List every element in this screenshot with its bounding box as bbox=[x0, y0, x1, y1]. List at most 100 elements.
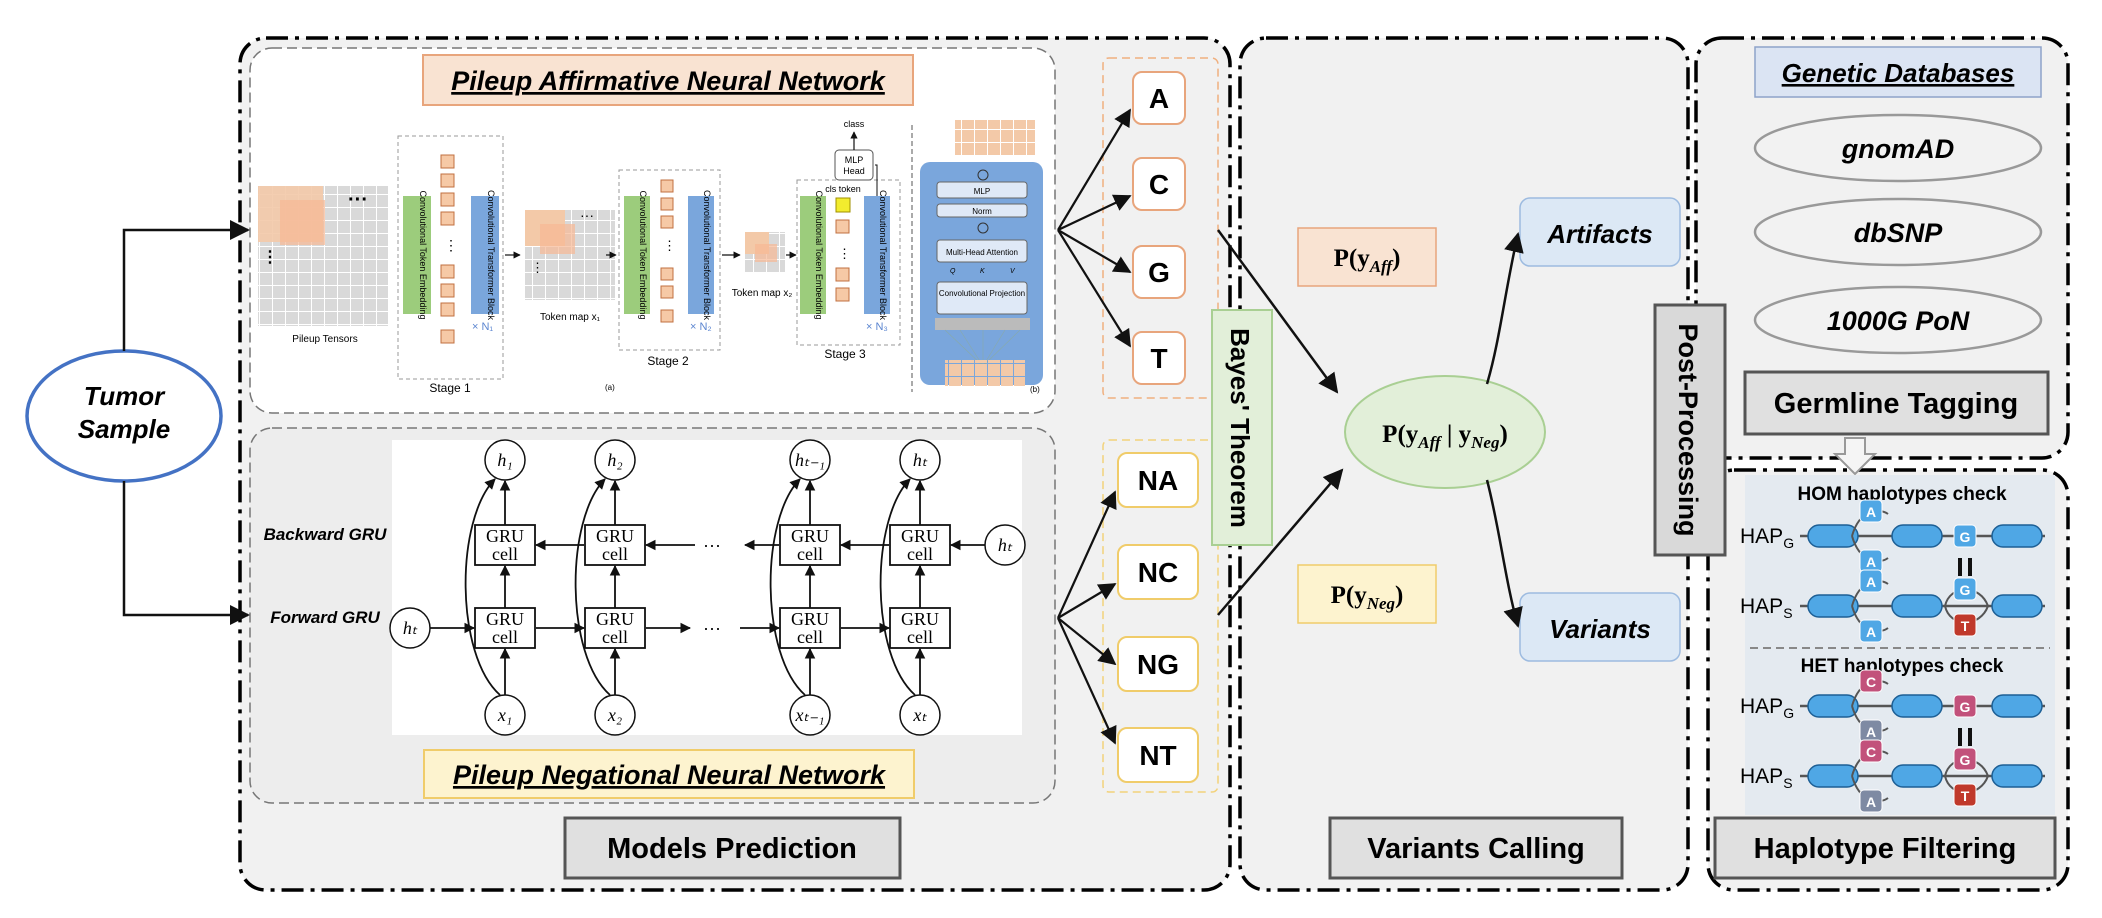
allele-badge bbox=[1953, 613, 1977, 637]
input-label: x₂ bbox=[607, 705, 622, 725]
output-token-grid bbox=[955, 120, 1035, 156]
hidden-state-label: h₂ bbox=[607, 450, 622, 470]
hap-subscript: G bbox=[1783, 705, 1794, 721]
bayes-label: Bayes' Theorem bbox=[1225, 328, 1255, 528]
svg-text:⋮: ⋮ bbox=[262, 249, 278, 266]
filter-box bbox=[1713, 816, 2057, 880]
het-title: HET haplotypes check bbox=[1801, 656, 2004, 677]
neg-branch-arrow bbox=[1056, 617, 1117, 745]
allele-label: A bbox=[1866, 794, 1876, 810]
allele-label: G bbox=[1960, 752, 1971, 768]
stage1-label: Stage 1 bbox=[429, 381, 471, 395]
hap-segment bbox=[1807, 594, 1859, 618]
neg-branch-arrow bbox=[1057, 583, 1117, 619]
hap-segment bbox=[1991, 524, 2043, 548]
stage3-label: Stage 3 bbox=[824, 347, 866, 361]
hap-segment bbox=[1991, 594, 2043, 618]
post-processing-box bbox=[1653, 303, 1727, 557]
backward-initial-label: hₜ bbox=[998, 535, 1013, 555]
database-node bbox=[1753, 285, 2043, 355]
input-label: xₜ₋₁ bbox=[794, 705, 824, 725]
models-prediction-label: Models Prediction bbox=[607, 833, 857, 865]
token-embedding-3 bbox=[800, 196, 826, 314]
detail-mlp: MLP bbox=[974, 187, 990, 196]
token-map-2-label: Token map x₂ bbox=[732, 288, 793, 299]
svg-text:⋮: ⋮ bbox=[663, 238, 676, 253]
panel-a-label: (a) bbox=[605, 383, 615, 392]
allele-label: A bbox=[1866, 574, 1876, 590]
db-title: Genetic Databases bbox=[1782, 58, 2015, 88]
paff-title: Pileup Affirmative Neural Network bbox=[451, 66, 887, 96]
germline-box bbox=[1743, 370, 2050, 436]
detail-k: K bbox=[980, 268, 985, 275]
hap-subscript: G bbox=[1783, 535, 1794, 551]
stage2-label: Stage 2 bbox=[647, 354, 689, 368]
input-label: xₜ bbox=[912, 705, 927, 725]
paff-title-box bbox=[422, 54, 914, 106]
aff-output-node bbox=[1132, 331, 1186, 385]
hap-segment bbox=[1991, 764, 2043, 788]
allele-label: C bbox=[1866, 744, 1876, 760]
post-processing-label: Post-Processing bbox=[1673, 323, 1703, 536]
detail-q: Q bbox=[950, 268, 956, 275]
gru-cell-label: cell bbox=[907, 544, 933, 564]
equal-sign bbox=[1958, 558, 1962, 576]
svg-text:⋮: ⋮ bbox=[838, 246, 851, 261]
database-label: 1000G PoN bbox=[1827, 306, 1970, 336]
database-node bbox=[1753, 197, 2043, 267]
gru-cell-label: cell bbox=[602, 544, 628, 564]
filter-label: Haplotype Filtering bbox=[1754, 833, 2017, 865]
transformer-block-2 bbox=[688, 196, 714, 314]
svg-text:⋮: ⋮ bbox=[444, 237, 458, 253]
hap-subscript: S bbox=[1783, 605, 1792, 621]
hom-title: HOM haplotypes check bbox=[1797, 484, 2006, 505]
pneg-title: Pileup Negational Neural Network bbox=[453, 760, 887, 790]
allele-label: A bbox=[1866, 724, 1876, 740]
n1-label: × N₁ bbox=[472, 321, 493, 333]
allele-badge bbox=[1859, 669, 1883, 693]
detail-mha: Multi-Head Attention bbox=[946, 248, 1018, 257]
artifacts-box bbox=[1519, 197, 1681, 267]
variants-calling-label: Variants Calling bbox=[1367, 833, 1585, 865]
cvt-architecture-figure: ··· ⋮ Pileup Tensors Convolutional Token… bbox=[255, 115, 1052, 398]
arrow-neg-to-joint bbox=[1217, 468, 1344, 616]
allele-label: C bbox=[1866, 674, 1876, 690]
svg-text:⋮: ⋮ bbox=[531, 260, 544, 275]
gru-cell-label: GRU bbox=[596, 526, 634, 546]
backward-gru-label: Backward GRU bbox=[264, 525, 388, 544]
detail-conv: Convolutional Projection bbox=[939, 289, 1025, 298]
allele-label: G bbox=[1960, 699, 1971, 715]
allele-label: A bbox=[1866, 504, 1876, 520]
svg-text:···: ··· bbox=[348, 189, 368, 211]
gru-cell-label: GRU bbox=[486, 609, 524, 629]
neg-output-node bbox=[1117, 452, 1199, 508]
hap-segment bbox=[1891, 594, 1943, 618]
variants-calling-box bbox=[1328, 816, 1624, 880]
embed-label-1: Convolutional Token Embedding bbox=[418, 191, 428, 320]
equal-sign bbox=[1968, 728, 1972, 746]
artifacts-label: Artifacts bbox=[1546, 219, 1652, 249]
pneg-title-box bbox=[423, 749, 915, 799]
transformer-block-3 bbox=[864, 196, 890, 314]
down-arrow-icon bbox=[1832, 437, 1878, 476]
arrow-to-artifacts bbox=[1485, 232, 1524, 385]
neg-output-node bbox=[1117, 636, 1199, 692]
gru-cell-label: GRU bbox=[901, 526, 939, 546]
svg-text:Head: Head bbox=[843, 166, 865, 176]
allele-label: T bbox=[1961, 618, 1970, 634]
skip-arrow bbox=[464, 478, 501, 696]
allele-badge bbox=[1859, 499, 1883, 523]
aff-branch-arrow bbox=[1057, 229, 1131, 348]
n3-label: × N₃ bbox=[866, 321, 888, 333]
gru-cell-label: cell bbox=[492, 544, 518, 564]
ellipsis: ··· bbox=[703, 618, 721, 638]
p-aff-label: P(yAff) bbox=[1334, 245, 1401, 276]
germline-label: Germline Tagging bbox=[1774, 388, 2018, 420]
gru-cell-label: GRU bbox=[791, 526, 829, 546]
backward-gru-cell bbox=[889, 524, 951, 566]
arrow-to-paff bbox=[122, 220, 250, 351]
equal-sign bbox=[1968, 558, 1972, 576]
token-map-1-label: Token map x₁ bbox=[540, 312, 601, 323]
hidden-state-label: h₁ bbox=[497, 450, 512, 470]
aff-output-label: G bbox=[1148, 257, 1170, 288]
